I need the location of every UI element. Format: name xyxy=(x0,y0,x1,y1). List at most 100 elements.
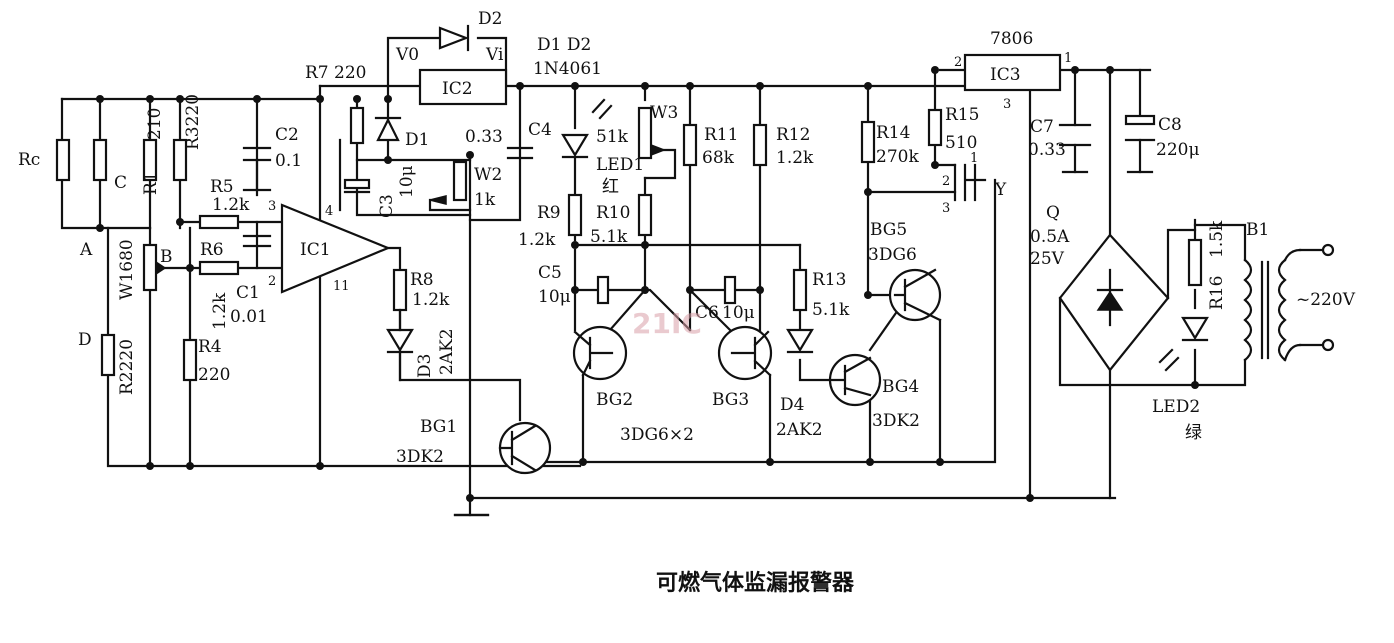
potentiometer-w1 xyxy=(142,243,158,292)
label-r3: R3220 xyxy=(183,94,203,150)
label-d3-value: 2AK2 xyxy=(437,328,457,375)
label-c5-value: 10μ xyxy=(538,287,571,307)
resistor-r11 xyxy=(682,123,698,167)
label-relay-pin3: 3 xyxy=(942,201,950,216)
labels: Rc C R1 210 R3220 A W1680 B D R2220 R5 1… xyxy=(18,9,1356,467)
label-ic1-pin3: 3 xyxy=(268,199,276,214)
label-q-rating-a: 0.5A xyxy=(1030,227,1070,247)
capacitor-c7 xyxy=(1058,123,1092,147)
potentiometer-w3 xyxy=(637,106,653,160)
label-vi: Vi xyxy=(485,45,504,65)
label-r14: R14 xyxy=(876,123,910,143)
label-r4-value: 220 xyxy=(198,365,230,385)
label-d4-value: 2AK2 xyxy=(776,420,823,440)
label-d1d2: D1 D2 xyxy=(537,35,591,55)
resistor-rc xyxy=(55,138,71,182)
label-w3: W3 xyxy=(650,103,678,123)
resistor-r16 xyxy=(1187,238,1203,287)
resistor-r13 xyxy=(792,268,808,312)
resistor-r2 xyxy=(100,333,116,377)
label-d4: D4 xyxy=(780,395,804,415)
label-c6-value: 10μ xyxy=(722,303,755,323)
opamp-ic1 xyxy=(280,203,391,294)
capacitor-c3 xyxy=(343,178,371,190)
label-d3: D3 xyxy=(415,354,435,378)
label-c8: C8 xyxy=(1158,115,1182,135)
label-relay-pin2: 2 xyxy=(942,174,950,189)
label-d2-top: D2 xyxy=(478,9,502,29)
label-bg4-value: 3DK2 xyxy=(872,411,920,431)
resistors xyxy=(55,106,1203,382)
resistor-r14 xyxy=(860,120,876,164)
label-r12-value: 1.2k xyxy=(776,148,814,168)
label-bg4: BG4 xyxy=(882,377,919,397)
resistor-r3 xyxy=(172,138,188,182)
ac-terminal-bottom xyxy=(1321,338,1335,352)
label-q-rating-v: 25V xyxy=(1030,249,1065,269)
resistor-r15 xyxy=(927,108,943,147)
label-led1: LED1 xyxy=(596,155,644,175)
label-r8: R8 xyxy=(410,270,434,290)
label-r5: R5 xyxy=(210,177,234,197)
label-r5-value: 1.2k xyxy=(212,195,250,215)
label-bg2: BG2 xyxy=(596,390,633,410)
diode-d3 xyxy=(386,328,414,353)
label-rc: Rc xyxy=(18,150,40,170)
label-r2: R2220 xyxy=(117,339,137,395)
label-c4-value: 0.33 xyxy=(465,127,503,147)
capacitor-c8 xyxy=(1124,114,1156,126)
label-v0: V0 xyxy=(395,45,419,65)
label-r6-value: 1.2k xyxy=(210,292,230,330)
label-bg1: BG1 xyxy=(420,417,457,437)
potentiometer-w2 xyxy=(452,160,468,202)
label-r7: R7 220 xyxy=(305,63,366,83)
diode-d1 xyxy=(376,117,400,142)
label-ic1: IC1 xyxy=(300,240,331,260)
resistor-r7 xyxy=(349,106,365,145)
diode-d2 xyxy=(438,26,470,50)
resistor-r8 xyxy=(392,268,408,312)
resistor-r12 xyxy=(752,123,768,167)
label-a: A xyxy=(79,240,93,260)
capacitor-c5 xyxy=(596,275,610,305)
label-w2: W2 xyxy=(474,165,502,185)
regulator-ic2 xyxy=(418,68,508,106)
label-ic3-pin2: 2 xyxy=(954,55,962,70)
label-r6: R6 xyxy=(200,240,224,260)
label-b: B xyxy=(160,247,173,267)
label-ic3: IC3 xyxy=(990,65,1021,85)
label-led2: LED2 xyxy=(1152,397,1200,417)
label-r16-value: 1.5k xyxy=(1207,220,1227,258)
label-r10-value: 5.1k xyxy=(590,227,628,247)
label-ic1-pin11: 11 xyxy=(333,279,350,294)
label-c3-value: 10μ xyxy=(397,165,417,198)
resistor-r6 xyxy=(198,260,240,276)
label-bg23-value: 3DG6×2 xyxy=(620,425,694,445)
label-ic3-pin1: 1 xyxy=(1064,51,1072,66)
capacitor-c4 xyxy=(506,146,534,160)
transistors xyxy=(498,163,987,475)
transformer-b1 xyxy=(1243,243,1335,362)
label-b1: B1 xyxy=(1246,220,1269,240)
label-d: D xyxy=(78,330,92,350)
label-c2: C2 xyxy=(275,125,299,145)
label-r16: R16 xyxy=(1207,276,1227,310)
capacitor-c1 xyxy=(242,234,272,248)
label-7806: 7806 xyxy=(990,29,1033,49)
label-r10: R10 xyxy=(596,203,630,223)
label-d1: D1 xyxy=(405,130,429,150)
label-r12: R12 xyxy=(776,125,810,145)
label-bg3: BG3 xyxy=(712,390,749,410)
label-1n4061: 1N4061 xyxy=(533,59,602,79)
diodes xyxy=(374,24,1209,382)
junction-dots xyxy=(96,66,1199,502)
label-c: C xyxy=(114,173,127,193)
label-q: Q xyxy=(1046,203,1060,223)
label-w3-value: 51k xyxy=(596,127,629,147)
label-ic2: IC2 xyxy=(442,79,473,99)
transistor-bg5 xyxy=(888,268,942,322)
label-r1-value: 210 xyxy=(145,108,165,140)
label-c1-value: 0.01 xyxy=(230,307,268,327)
capacitors xyxy=(242,114,1156,305)
